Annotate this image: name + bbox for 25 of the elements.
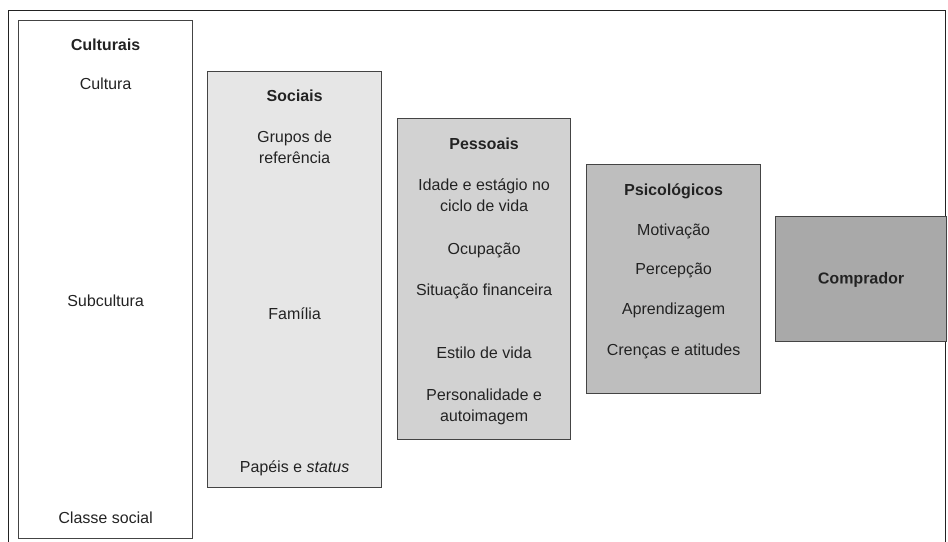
factor-box	[207, 71, 382, 488]
box-heading: Sociais	[266, 87, 323, 107]
factor-text: Situação financeira	[416, 281, 552, 301]
factor-text: Motivação	[637, 221, 710, 241]
factor-text: Estilo de vida	[436, 344, 532, 364]
box-heading: Pessoais	[449, 135, 519, 155]
factor-text: Personalidade e autoimagem	[425, 386, 543, 427]
factor-text: Papéis e status	[240, 458, 350, 478]
box-heading: Culturais	[70, 36, 140, 56]
factor-text: Família	[268, 305, 321, 325]
factor-text: Aprendizagem	[622, 300, 726, 320]
factor-text: Idade e estágio no ciclo de vida	[417, 176, 551, 217]
factor-text: Percepção	[635, 260, 712, 280]
factor-text: Ocupação	[448, 240, 520, 260]
factor-box	[586, 164, 761, 394]
box-heading: Psicológicos	[624, 181, 723, 201]
factor-text: Classe social	[58, 509, 153, 529]
factor-box	[18, 20, 193, 539]
factor-text: Grupos de referência	[256, 128, 333, 169]
factor-text: Crenças e atitudes	[606, 341, 740, 361]
factor-text: Cultura	[80, 75, 132, 95]
factor-text: Subcultura	[67, 292, 144, 312]
factor-box	[397, 118, 571, 440]
box-heading: Comprador	[818, 270, 904, 290]
factor-box	[775, 216, 947, 342]
